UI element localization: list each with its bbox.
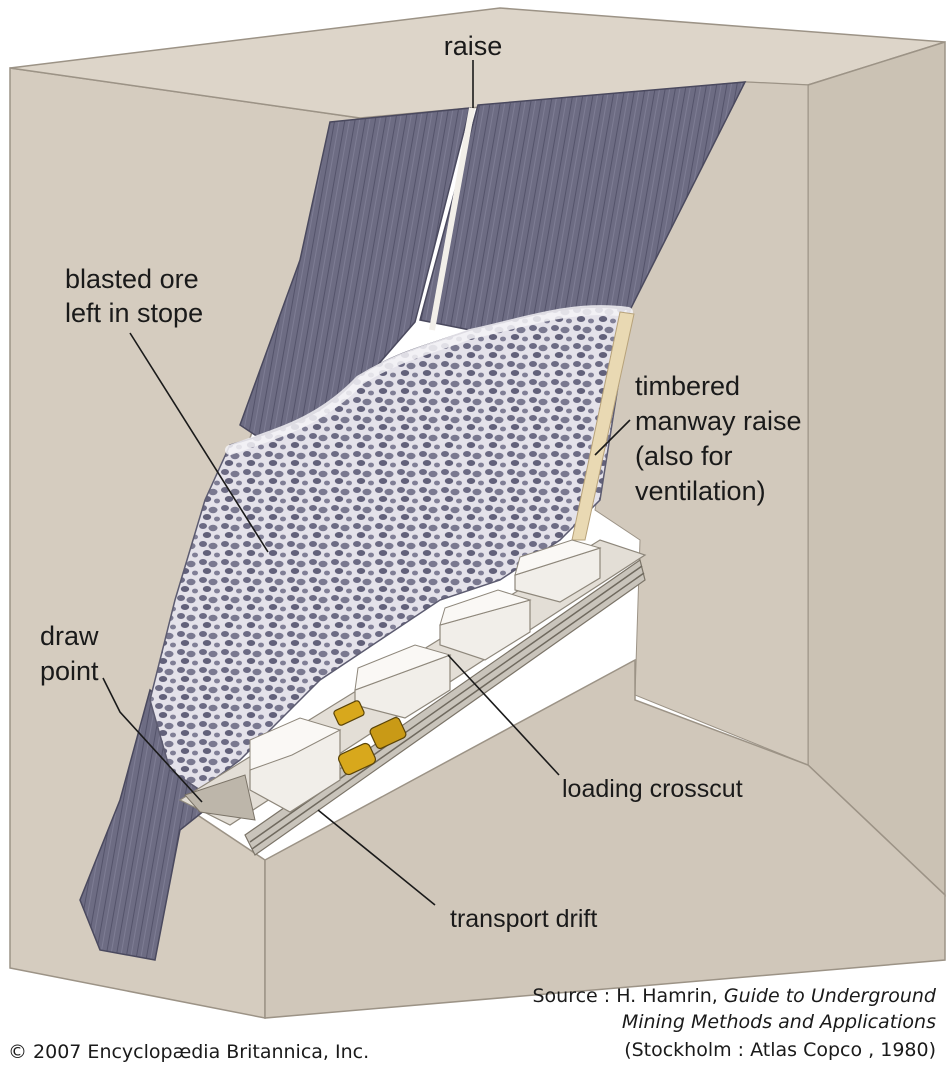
rock-block (9, 7, 946, 1019)
leader-timbered (594, 419, 631, 456)
leader-loading-crosscut (447, 654, 560, 776)
labels: raise blasted ore left in stope timbered… (40, 31, 802, 933)
label-loading-crosscut: loading crosscut (562, 775, 743, 803)
label-timbered-3: (also for (635, 441, 733, 471)
caption-copyright: © 2007 Encyclopædia Britannica, Inc. (8, 1041, 369, 1063)
crosscut-pillar-1 (249, 717, 342, 813)
label-timbered-1: timbered (635, 371, 740, 401)
label-blasted-ore-1: blasted ore (65, 264, 199, 294)
leader-lines (102, 60, 631, 906)
label-timbered-4: ventilation) (635, 476, 766, 506)
label-blasted-ore-2: left in stope (65, 298, 203, 328)
source-caption: Source : H. Hamrin, Guide to Underground… (8, 985, 937, 1063)
caption-source-line1: Source : H. Hamrin, Guide to Underground (532, 985, 936, 1007)
label-raise: raise (444, 31, 503, 61)
label-timbered-2: manway raise (635, 406, 802, 436)
crosscut-pillar-4 (514, 539, 602, 603)
label-transport-drift: transport drift (450, 905, 597, 933)
label-draw-point-1: draw (40, 621, 99, 651)
leader-draw-point (102, 677, 203, 803)
leader-transport-drift (317, 809, 436, 906)
ore-top-rubble (225, 305, 633, 455)
rock-lower-front (264, 658, 946, 1019)
loader-vehicle (333, 700, 407, 776)
timbered-manway-raise (571, 311, 635, 541)
label-draw-point-2: point (40, 656, 99, 686)
rock-right-face (807, 40, 946, 897)
caption-source-prefix: Source : H. Hamrin, (532, 985, 723, 1007)
draw-point-opening (184, 774, 256, 821)
leader-blasted-ore (129, 332, 269, 553)
rail-line-2 (251, 572, 645, 850)
caption-source-line3: (Stockholm : Atlas Copco , 1980) (624, 1039, 936, 1061)
raise-shaft (429, 107, 475, 331)
crosscut-pillar-3 (439, 589, 532, 661)
caption-source-title-1: Guide to Underground (724, 985, 937, 1007)
haulage-level (178, 539, 647, 856)
caption-source-title-2: Mining Methods and Applications (622, 1011, 936, 1033)
